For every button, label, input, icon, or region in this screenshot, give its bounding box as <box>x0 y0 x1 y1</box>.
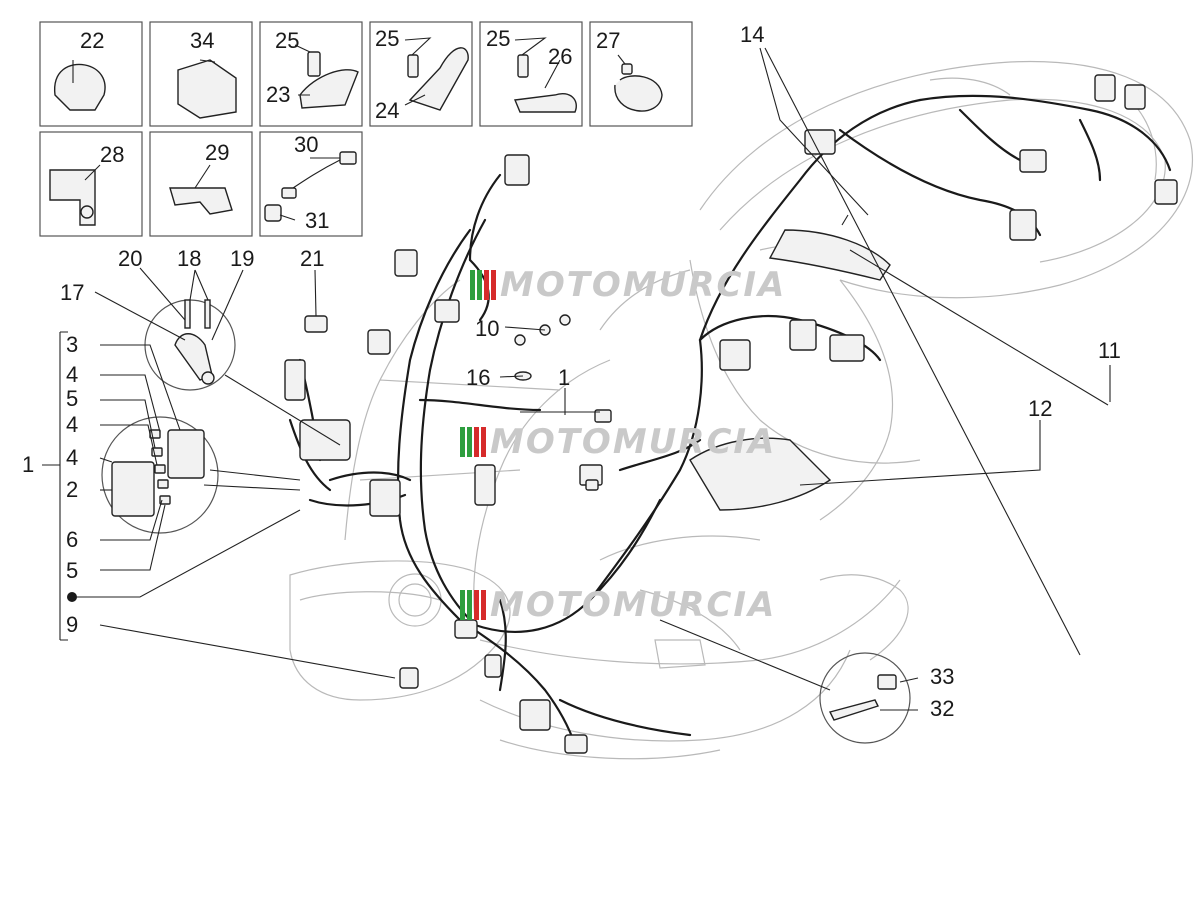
part-label: 14 <box>740 22 764 47</box>
part-label: 11 <box>1098 338 1121 363</box>
part-label: 34 <box>190 28 214 53</box>
part-label: 4 <box>66 412 78 437</box>
part-label: 3 <box>66 332 78 357</box>
harness-connectors <box>284 74 1178 754</box>
part-label: 16 <box>466 365 490 390</box>
part-label: 25 <box>375 26 399 51</box>
watermark-3: MOTOMURCIA <box>460 585 776 625</box>
part-label: 1 <box>22 452 34 477</box>
part-label: 25 <box>275 28 299 53</box>
part-label: 32 <box>930 696 954 721</box>
part-number-labels: 22 34 25 23 25 24 25 26 27 28 29 30 31 1… <box>22 22 1121 721</box>
part-label: 24 <box>375 98 399 123</box>
part-label: 6 <box>66 527 78 552</box>
part-label: 10 <box>475 316 499 341</box>
part-label: 2 <box>66 477 78 502</box>
part-label: 4 <box>66 362 78 387</box>
watermark-1: MOTOMURCIA <box>470 265 786 305</box>
part-label: 19 <box>230 246 254 271</box>
part-label: 31 <box>305 208 329 233</box>
watermark-text: MOTOMURCIA <box>500 265 786 305</box>
watermark-2: MOTOMURCIA <box>460 422 776 462</box>
part-label: 1 <box>558 365 570 390</box>
part-label: 9 <box>66 612 78 637</box>
part-label: 27 <box>596 28 620 53</box>
watermark-text: MOTOMURCIA <box>490 585 776 625</box>
part-label: 18 <box>177 246 201 271</box>
part-label: 12 <box>1028 396 1052 421</box>
part-label: 5 <box>66 558 78 583</box>
part-label: 17 <box>60 280 84 305</box>
part-label: 23 <box>266 82 290 107</box>
part-label: 21 <box>300 246 324 271</box>
part-label: 20 <box>118 246 142 271</box>
part-label: 33 <box>930 664 954 689</box>
fuse-box-group <box>101 299 911 744</box>
bullet-dot <box>67 592 77 602</box>
parts-box-row-2 <box>39 131 363 237</box>
wiring-harness <box>288 94 1172 747</box>
part-label: 4 <box>66 445 78 470</box>
part-label: 30 <box>294 132 318 157</box>
parts-box-row-1 <box>39 21 693 127</box>
watermark-text: MOTOMURCIA <box>490 422 776 462</box>
part-label: 22 <box>80 28 104 53</box>
part-label: 26 <box>548 44 572 69</box>
part-label: 25 <box>486 26 510 51</box>
leader-lines <box>42 37 1111 711</box>
part-label: 29 <box>205 140 229 165</box>
part-label: 28 <box>100 142 124 167</box>
part-label: 5 <box>66 386 78 411</box>
